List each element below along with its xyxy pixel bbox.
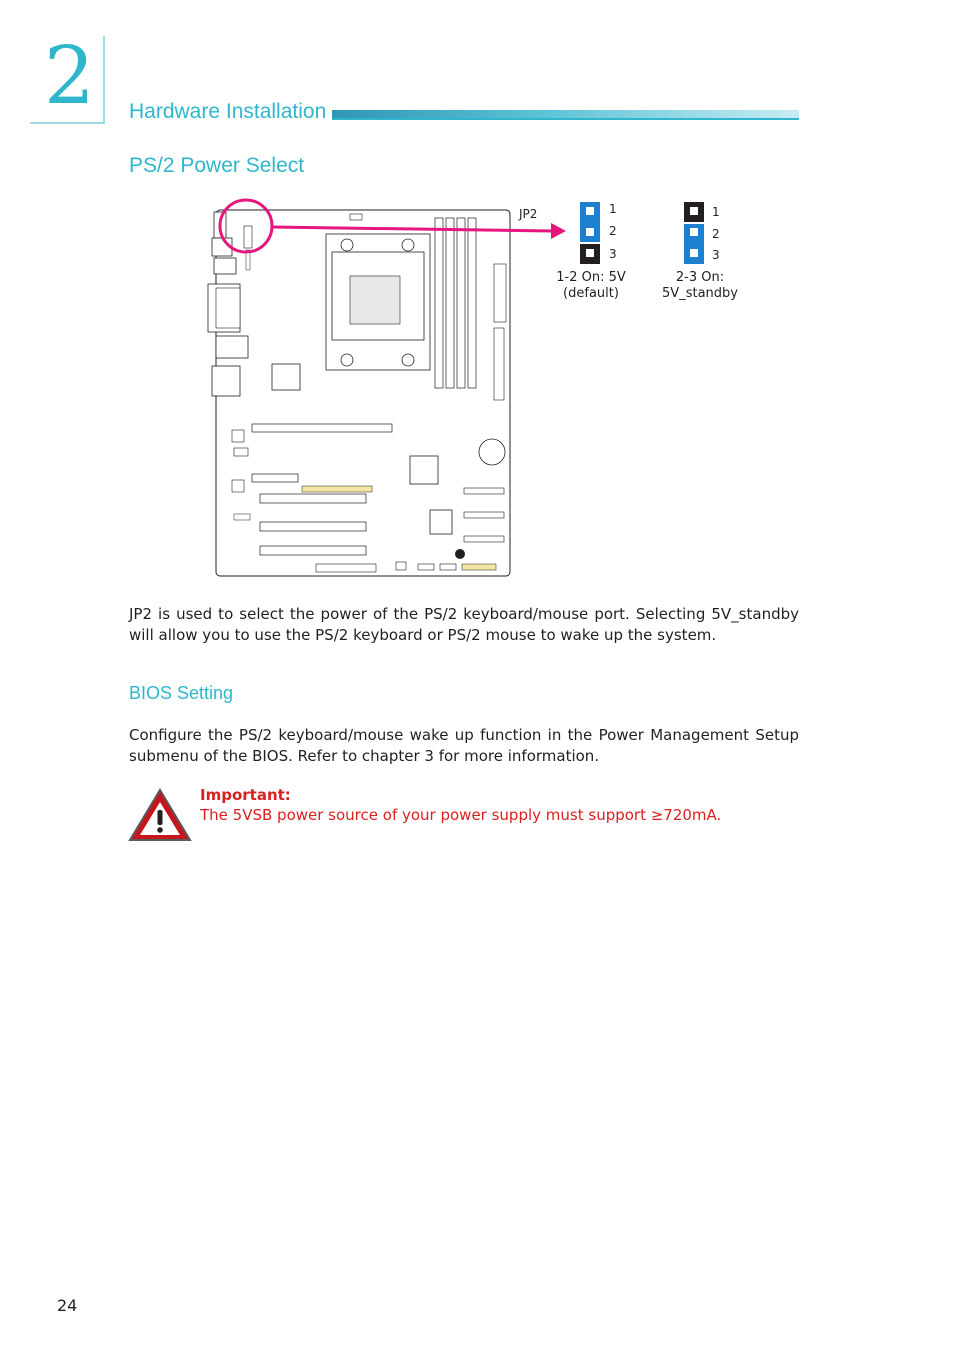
important-text: The 5VSB power source of your power supp… <box>200 806 722 824</box>
setting1-caption: 1-2 On: 5V (default) <box>540 270 642 302</box>
setting1-pin-1: 1 <box>609 202 617 216</box>
setting2-pin-3: 3 <box>712 248 720 262</box>
setting1-pin-3: 3 <box>609 247 617 261</box>
motherboard-figure <box>207 198 704 577</box>
chapter-marker-horizontal <box>30 122 105 124</box>
setting1-line1: 1-2 On: 5V <box>556 270 626 285</box>
warning-triangle-icon <box>128 788 192 841</box>
chapter-title-underline <box>332 118 799 120</box>
section-title: PS/2 Power Select <box>129 154 305 177</box>
jp2-label: JP2 <box>519 207 538 221</box>
setting2-line2: 5V_standby <box>662 286 738 301</box>
bios-setting-paragraph: Configure the PS/2 keyboard/mouse wake u… <box>129 726 799 765</box>
setting1-line2: (default) <box>563 286 619 301</box>
chapter-marker-vertical <box>103 36 105 124</box>
page-number: 24 <box>57 1296 78 1315</box>
bios-setting-heading: BIOS Setting <box>129 683 234 703</box>
setting2-line1: 2-3 On: <box>675 270 725 285</box>
setting2-pin-1: 1 <box>712 205 720 219</box>
setting1-pin-2: 2 <box>609 224 617 238</box>
setting2-caption: 2-3 On: 5V_standby <box>646 270 754 302</box>
chapter-title-rule <box>332 110 799 120</box>
important-label: Important: <box>200 786 291 804</box>
chapter-number: 2 <box>44 29 95 122</box>
setting2-pin-2: 2 <box>712 227 720 241</box>
chapter-title: Hardware Installation <box>129 100 327 123</box>
description-paragraph: JP2 is used to select the power of the P… <box>129 605 799 644</box>
